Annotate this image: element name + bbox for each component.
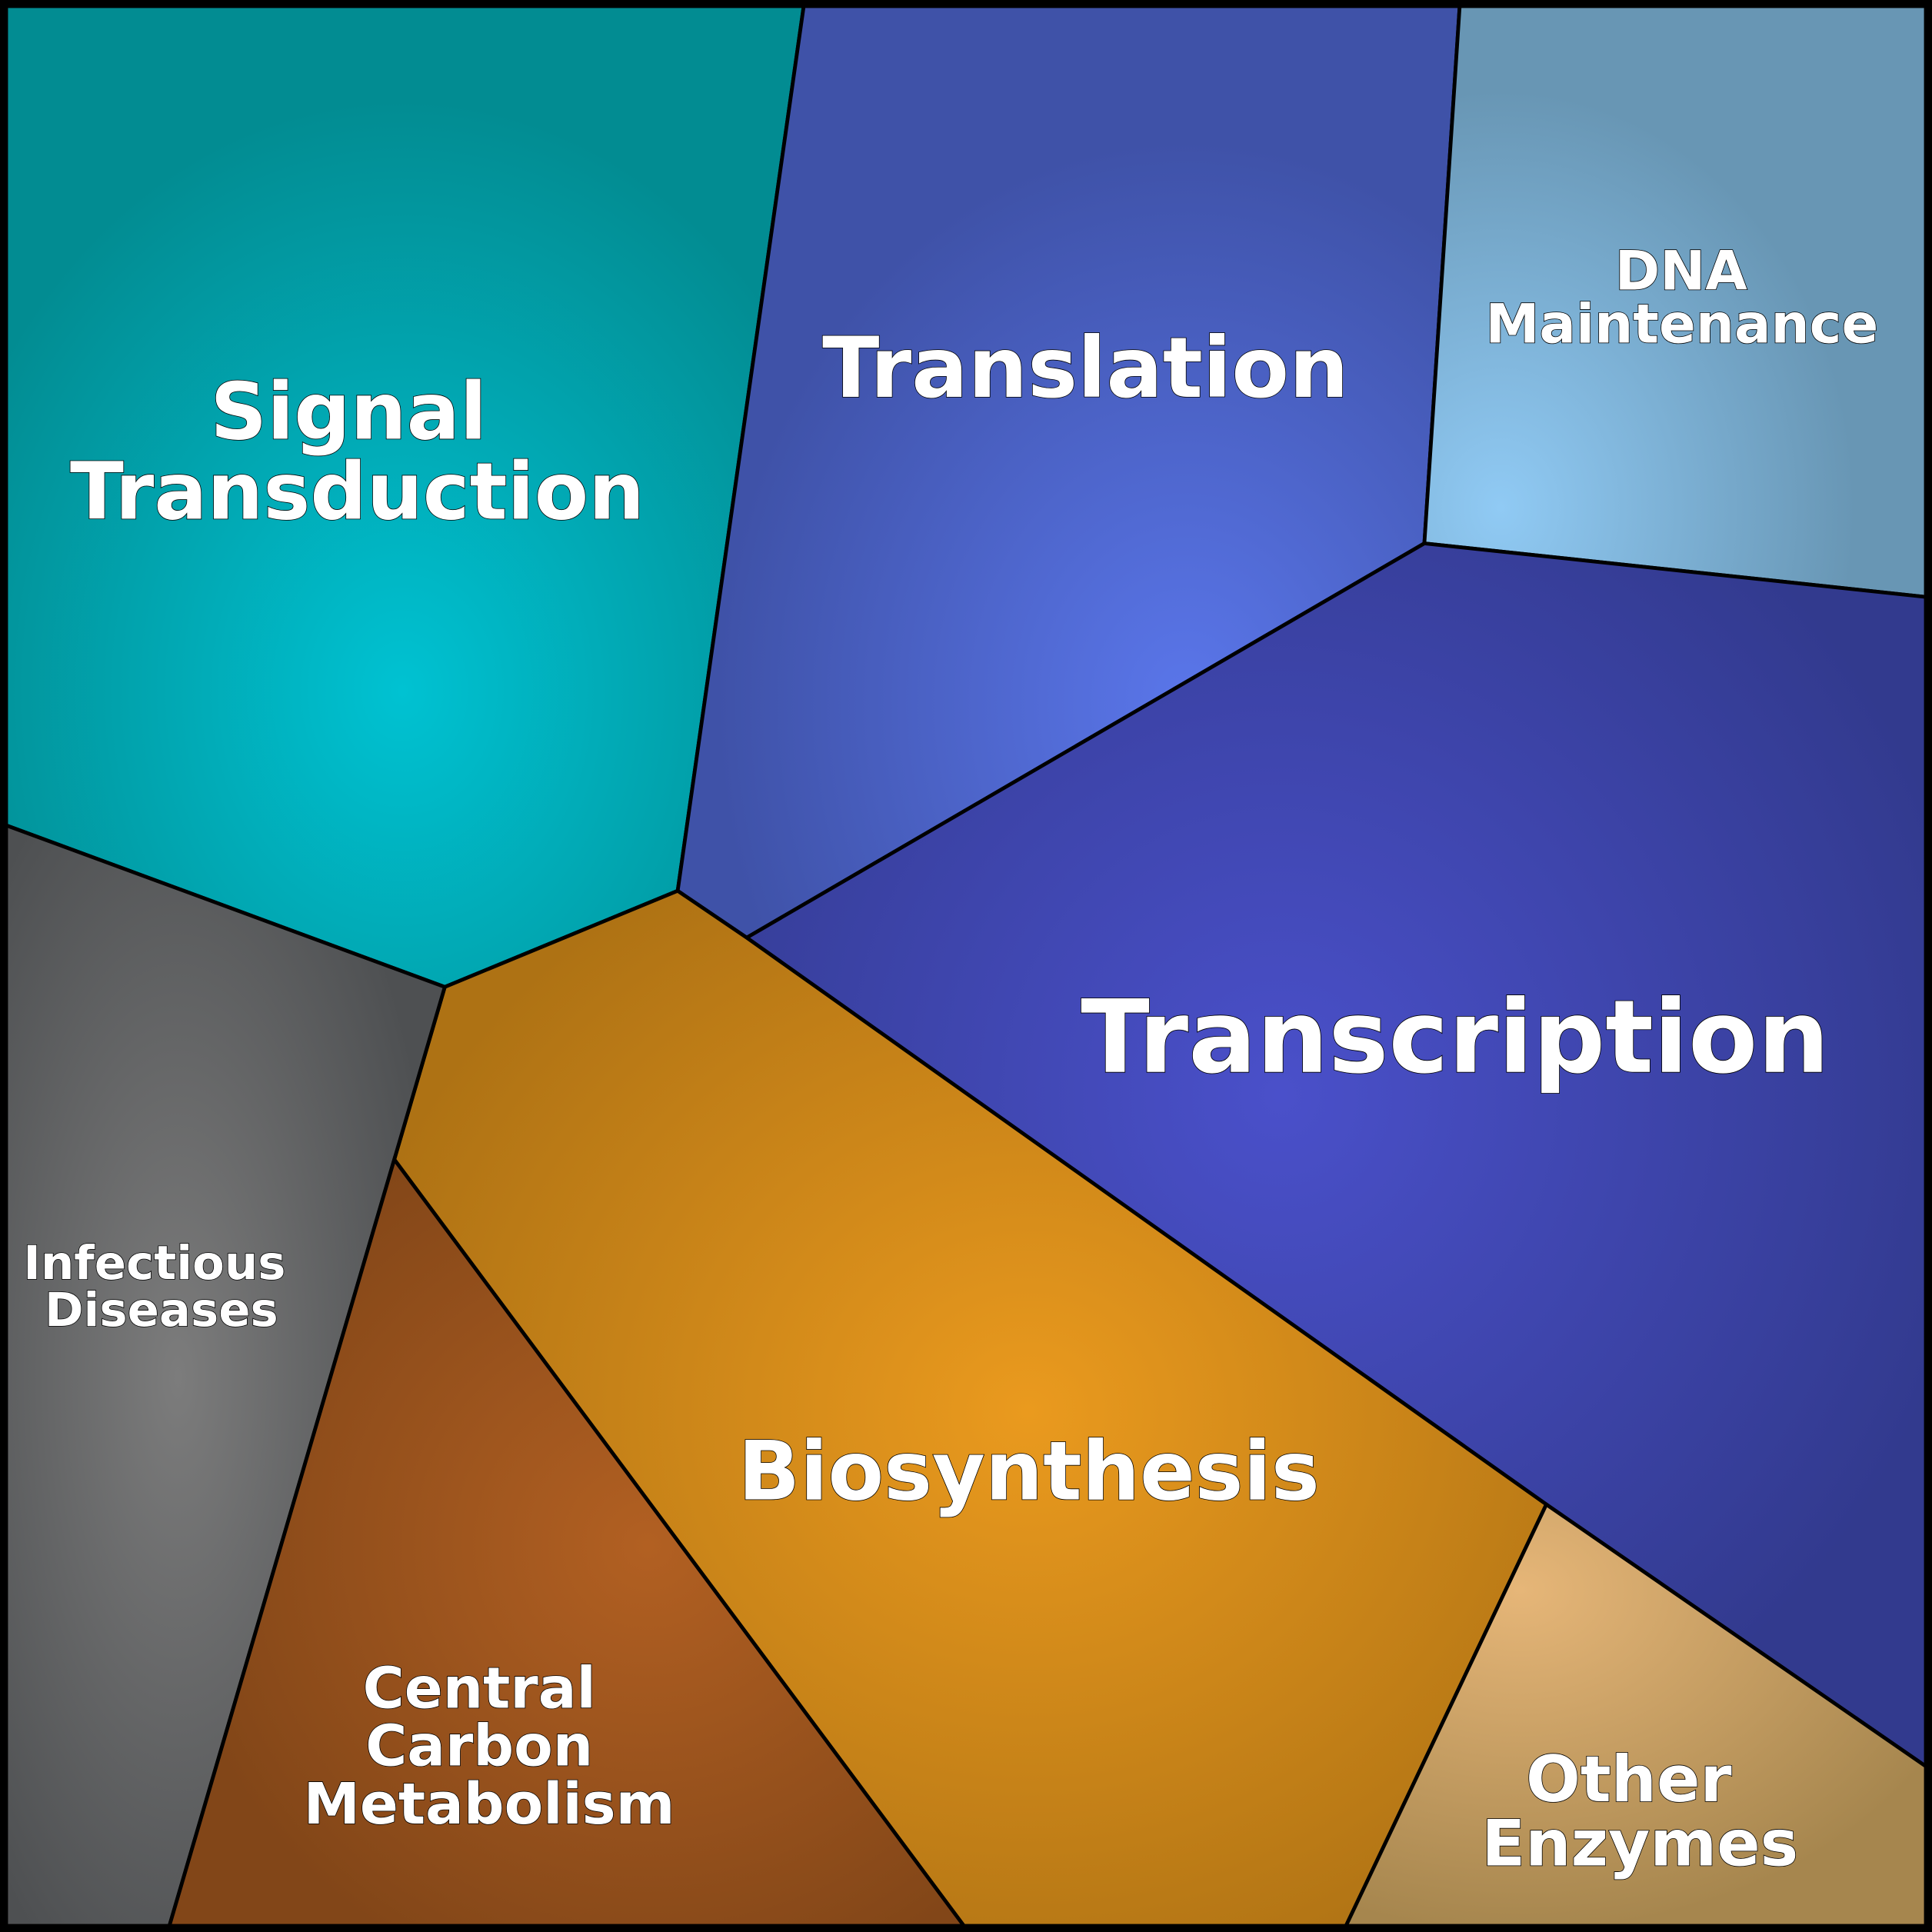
- label-translation: Translation: [822, 319, 1349, 417]
- label-transcription: Transcription: [1081, 978, 1830, 1096]
- label-dna-maintenance: DNA Maintenance: [1485, 239, 1878, 355]
- label-signal-transduction: Signal Transduction: [70, 366, 645, 538]
- label-central-carbon-metabolism: Central Carbon Metabolism: [304, 1656, 675, 1837]
- cell-dna-maintenance: [1422, 0, 1932, 600]
- label-other-enzymes: Other Enzymes: [1481, 1742, 1798, 1880]
- cell-central-carbon-metabolism: [165, 1155, 971, 1932]
- label-infectious-diseases: Infectious Diseases: [23, 1236, 301, 1337]
- cell-other-enzymes: [1341, 1501, 1932, 1932]
- label-biosynthesis: Biosynthesis: [738, 1424, 1320, 1519]
